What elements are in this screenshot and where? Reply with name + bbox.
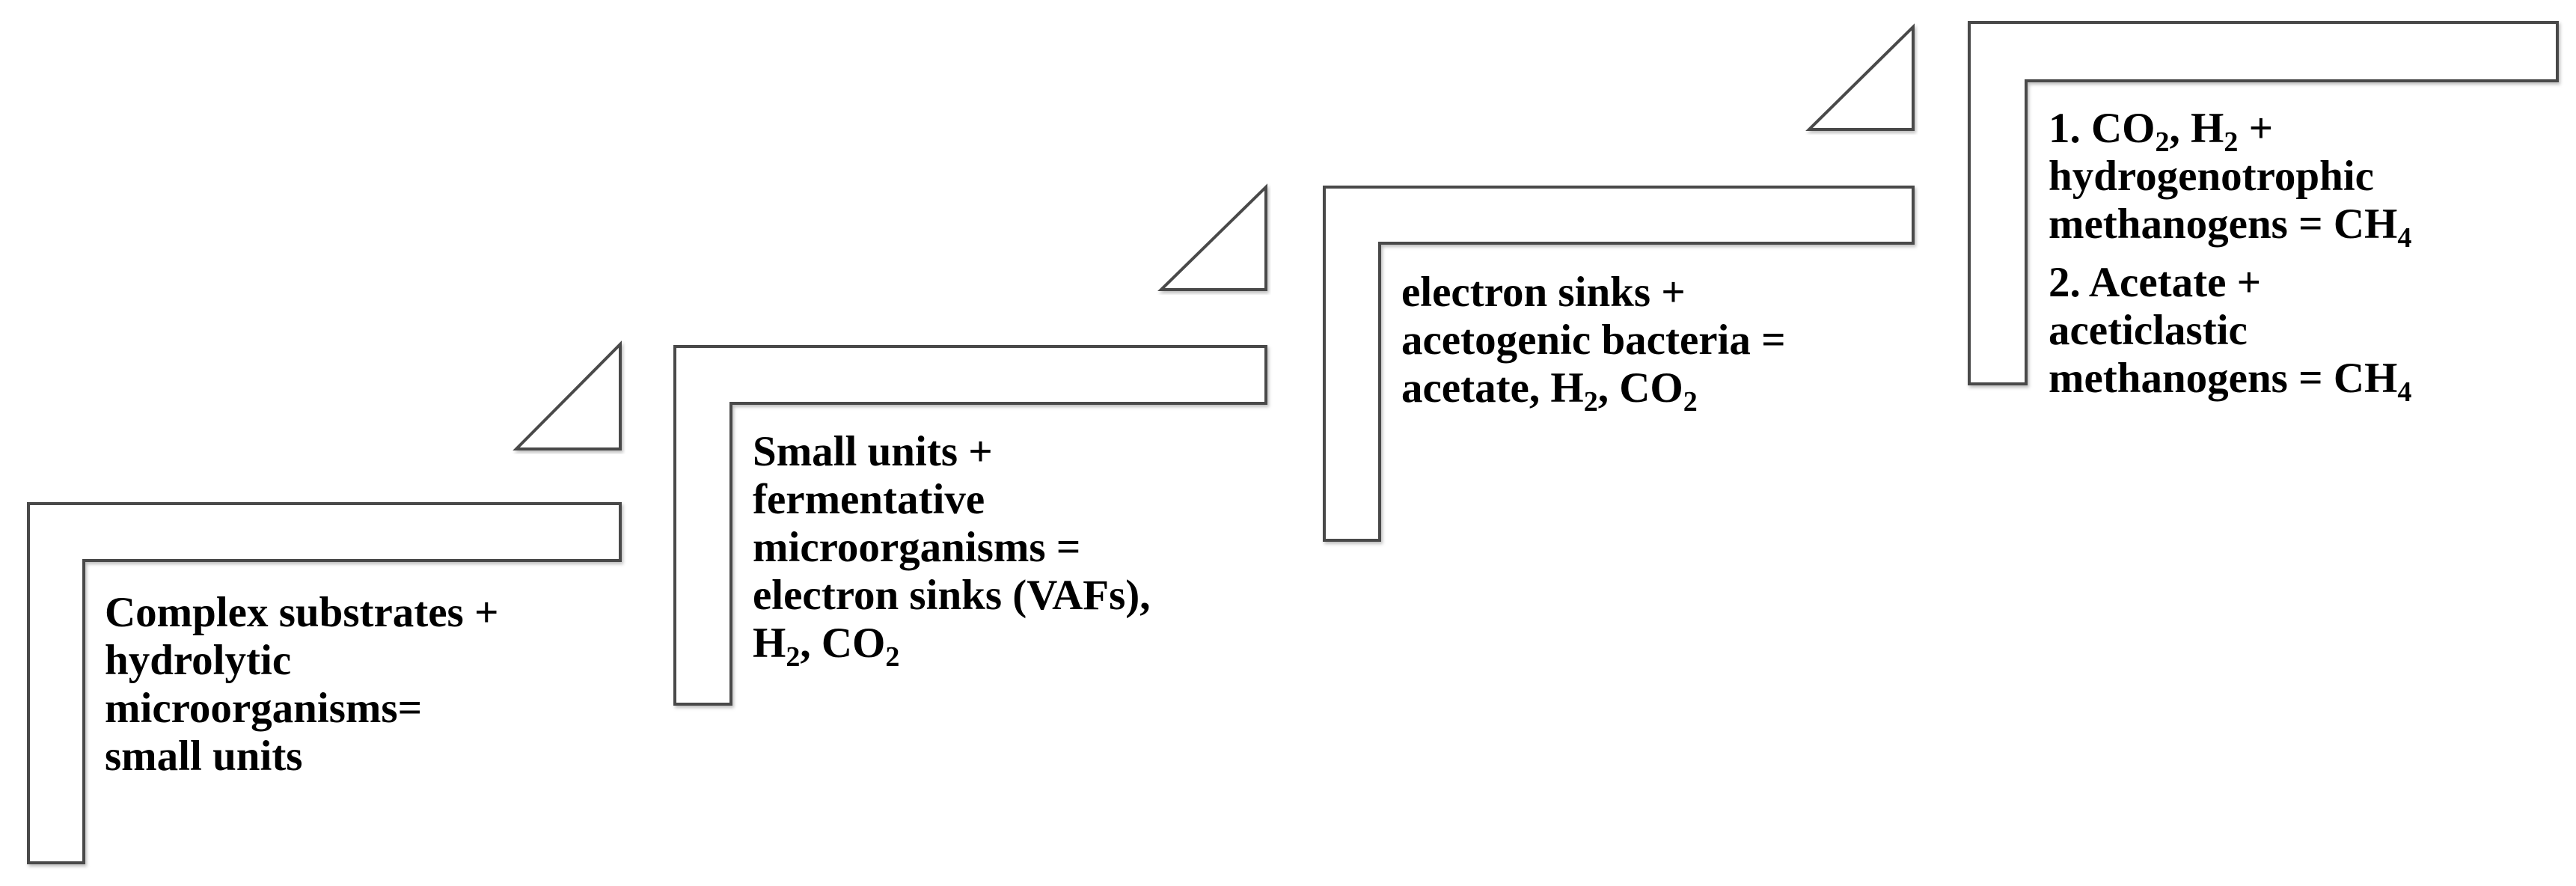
step-4-line: methanogens = CH4	[2049, 201, 2411, 252]
text-fragment: microorganisms=	[105, 685, 423, 732]
step-2-bracket-shape	[673, 345, 1267, 706]
step-2-line: Small units +	[753, 428, 1150, 476]
step-3-line: acetate, H2, CO2	[1401, 364, 1786, 416]
step-2-line: fermentative	[753, 476, 1150, 524]
text-fragment: , CO	[800, 620, 886, 667]
text-fragment: +	[2238, 105, 2274, 152]
text-fragment: aceticlastic	[2049, 307, 2248, 354]
text-fragment: Complex substrates +	[105, 589, 499, 636]
text-fragment: 2. Acetate +	[2049, 259, 2262, 306]
step-4-line: aceticlastic	[2049, 307, 2411, 355]
step-2-to-3-arrowhead	[1157, 183, 1267, 291]
text-fragment: hydrolytic	[105, 637, 292, 684]
subscript: 4	[2397, 222, 2412, 254]
subscript: 2	[1583, 386, 1598, 418]
text-fragment: acetogenic bacteria =	[1401, 317, 1786, 364]
step-4-line: hydrogenotrophic	[2049, 153, 2411, 201]
step-1-line: small units	[105, 733, 498, 780]
step-3-to-4-arrowhead	[1805, 23, 1915, 131]
step-4-line: 2. Acetate +	[2049, 259, 2411, 307]
subscript: 2	[2155, 126, 2170, 158]
text-fragment: methanogens = CH	[2049, 201, 2398, 248]
step-1-line: Complex substrates +	[105, 589, 498, 637]
step-3-line: acetogenic bacteria =	[1401, 317, 1786, 364]
step-1-line: microorganisms=	[105, 685, 498, 733]
step-1-line: hydrolytic	[105, 637, 498, 685]
line-spacer	[2049, 248, 2411, 259]
subscript: 2	[885, 641, 900, 673]
text-fragment: electron sinks (VAFs),	[753, 572, 1151, 619]
subscript: 2	[786, 641, 801, 673]
text-fragment: Small units +	[753, 428, 993, 475]
text-fragment: H	[753, 620, 786, 667]
text-fragment: fermentative	[753, 476, 985, 523]
text-fragment: electron sinks +	[1401, 269, 1686, 316]
text-fragment: , H	[2169, 105, 2224, 152]
step-4-line: 1. CO2, H2 +	[2049, 105, 2411, 156]
text-fragment: hydrogenotrophic	[2049, 153, 2374, 200]
step-2-line: microorganisms =	[753, 524, 1150, 572]
step-4-bracket-shape	[1968, 21, 2559, 385]
step-2-line: electron sinks (VAFs),	[753, 572, 1150, 620]
text-fragment: small units	[105, 733, 303, 780]
step-3-text: electron sinks +acetogenic bacteria =ace…	[1401, 269, 1786, 416]
subscript: 2	[2224, 126, 2239, 158]
step-4-line: methanogens = CH4	[2049, 355, 2411, 406]
step-3-line: electron sinks +	[1401, 269, 1786, 317]
text-fragment: , CO	[1597, 364, 1683, 412]
step-1-bracket-shape	[27, 502, 622, 864]
step-1-to-2-arrowhead	[513, 340, 622, 450]
text-fragment: methanogens = CH	[2049, 355, 2398, 402]
text-fragment: 1. CO	[2049, 105, 2156, 152]
subscript: 2	[1683, 386, 1698, 418]
text-fragment: microorganisms =	[753, 524, 1081, 571]
step-2-line: H2, CO2	[753, 620, 1150, 671]
step-3-bracket-shape	[1323, 186, 1915, 542]
text-fragment: acetate, H	[1401, 364, 1584, 412]
subscript: 4	[2397, 376, 2412, 408]
